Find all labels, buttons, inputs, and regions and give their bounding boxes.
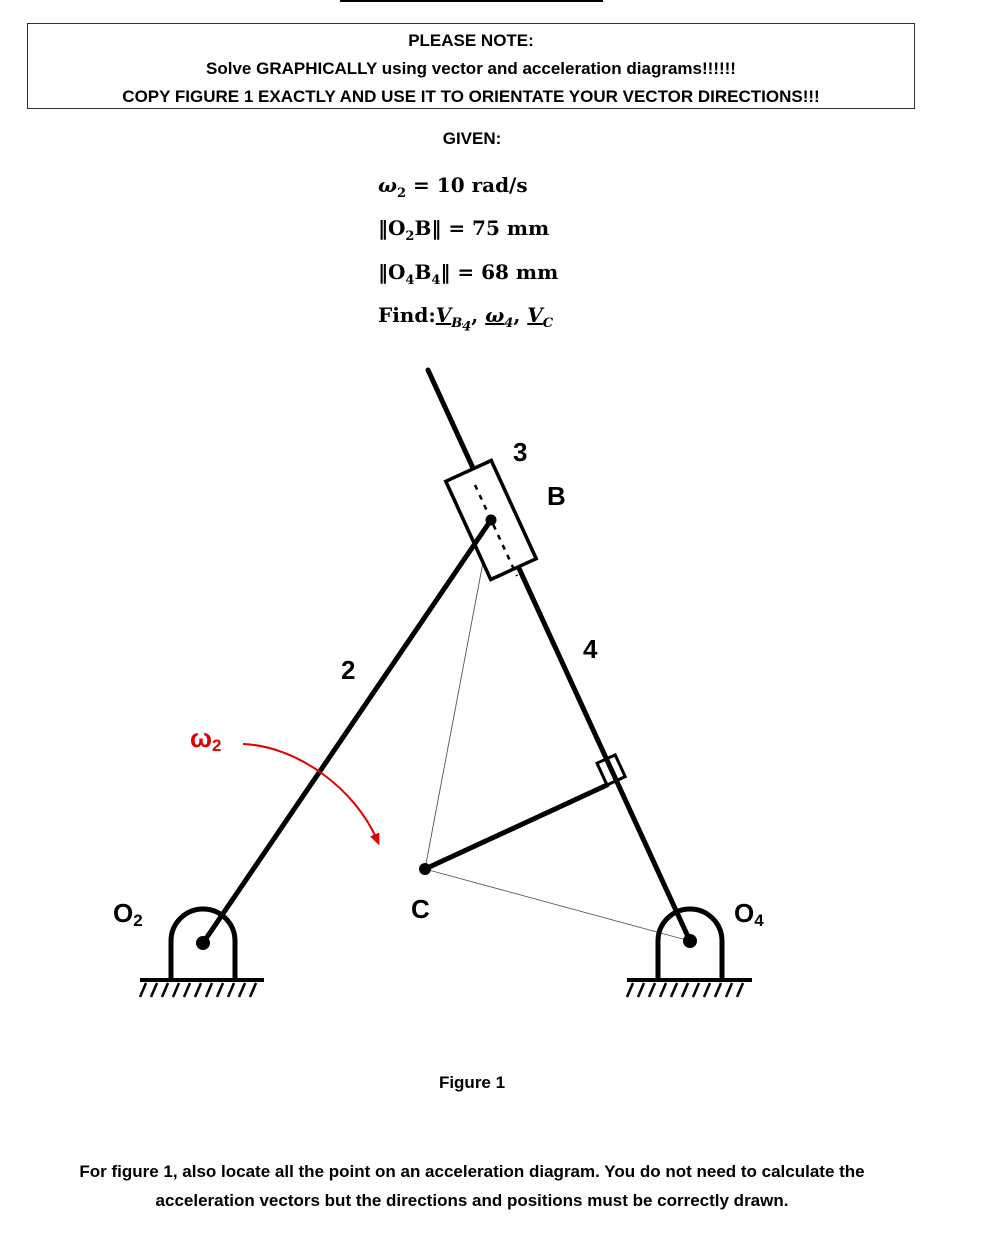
ground-pivot-o4 xyxy=(625,906,752,998)
mechanism-figure: 3 B 4 2 ω2 O2 C O4 xyxy=(113,367,764,998)
find-vb4-sub: B xyxy=(451,316,463,331)
label-o4-letter: O xyxy=(734,898,754,928)
given-title: GIVEN: xyxy=(442,129,502,148)
note-box: PLEASE NOTE: Solve GRAPHICALLY using vec… xyxy=(27,23,915,109)
note-title: PLEASE NOTE: xyxy=(408,31,534,50)
find-vc: VC xyxy=(527,303,553,331)
given-find: Find:VB4, ω4, VC xyxy=(378,303,553,335)
label-point-c: C xyxy=(411,894,430,924)
link-4 xyxy=(425,367,693,944)
label-o2: O2 xyxy=(113,898,143,930)
label-o4-sub: 4 xyxy=(754,911,764,930)
omega2-symbol: ω xyxy=(378,173,398,197)
o4b4-post: ‖ = 68 mm xyxy=(440,260,559,284)
joint-c xyxy=(419,863,431,875)
label-o4: O4 xyxy=(734,898,764,930)
label-o2-sub: 2 xyxy=(133,911,142,930)
find-omega4-sub: 4 xyxy=(504,316,514,331)
joint-b xyxy=(485,514,497,526)
o4b4-subscript-2: 4 xyxy=(431,273,441,288)
label-link-4: 4 xyxy=(583,634,598,664)
find-omega4-symbol: ω xyxy=(485,303,505,327)
given-omega2: ω2 = 10 rad/s xyxy=(378,173,528,201)
find-vb4: VB4 xyxy=(435,303,472,335)
label-omega2-sub: 2 xyxy=(212,736,221,755)
footer-line-1: For figure 1, also locate all the point … xyxy=(79,1162,865,1181)
given-o2b: ‖O2B‖ = 75 mm xyxy=(378,216,549,244)
o4b4-subscript-1: 4 xyxy=(405,273,415,288)
label-point-b: B xyxy=(547,481,566,511)
note-line-1: Solve GRAPHICALLY using vector and accel… xyxy=(206,59,736,78)
perpendicular-link xyxy=(422,782,610,872)
omega2-arrow xyxy=(242,743,380,846)
omega2-value: = 10 rad/s xyxy=(406,173,528,197)
label-o2-letter: O xyxy=(113,898,133,928)
find-vb4-v: V xyxy=(435,303,452,327)
o4b4-pre: ‖O xyxy=(378,260,406,284)
find-omega4: ω4 xyxy=(485,303,513,331)
note-line-2: COPY FIGURE 1 EXACTLY AND USE IT TO ORIE… xyxy=(122,87,820,106)
omega2-subscript: 2 xyxy=(397,186,407,201)
o2b-post: B‖ = 75 mm xyxy=(414,216,550,240)
construction-line-c-o4 xyxy=(424,868,691,942)
label-omega2-symbol: ω xyxy=(190,723,212,753)
find-label: Find: xyxy=(378,303,436,327)
link-2 xyxy=(200,517,494,946)
footer-instructions: For figure 1, also locate all the point … xyxy=(20,1157,924,1215)
given-o4b4: ‖O4B4‖ = 68 mm xyxy=(378,260,558,288)
o2b-pre: ‖O xyxy=(378,216,406,240)
o2b-subscript: 2 xyxy=(405,229,415,244)
top-rule xyxy=(340,0,603,2)
figure-caption: Figure 1 xyxy=(438,1073,506,1092)
construction-line-c-b xyxy=(424,519,492,870)
label-link-2: 2 xyxy=(341,655,355,685)
find-vb4-sub2: 4 xyxy=(462,319,472,335)
find-vc-v: V xyxy=(527,303,543,327)
footer-line-2: acceleration vectors but the directions … xyxy=(155,1191,789,1210)
joint-o2 xyxy=(196,936,210,950)
find-sep-2: , xyxy=(513,303,528,327)
label-omega2: ω2 xyxy=(190,723,221,755)
find-sep-1: , xyxy=(471,303,486,327)
find-vc-sub: C xyxy=(542,316,554,331)
joint-o4 xyxy=(683,934,697,948)
label-link-3: 3 xyxy=(513,437,527,467)
right-angle-marker xyxy=(595,752,628,787)
o4b4-mid: B xyxy=(414,260,432,284)
ground-pivot-o2 xyxy=(138,906,264,998)
